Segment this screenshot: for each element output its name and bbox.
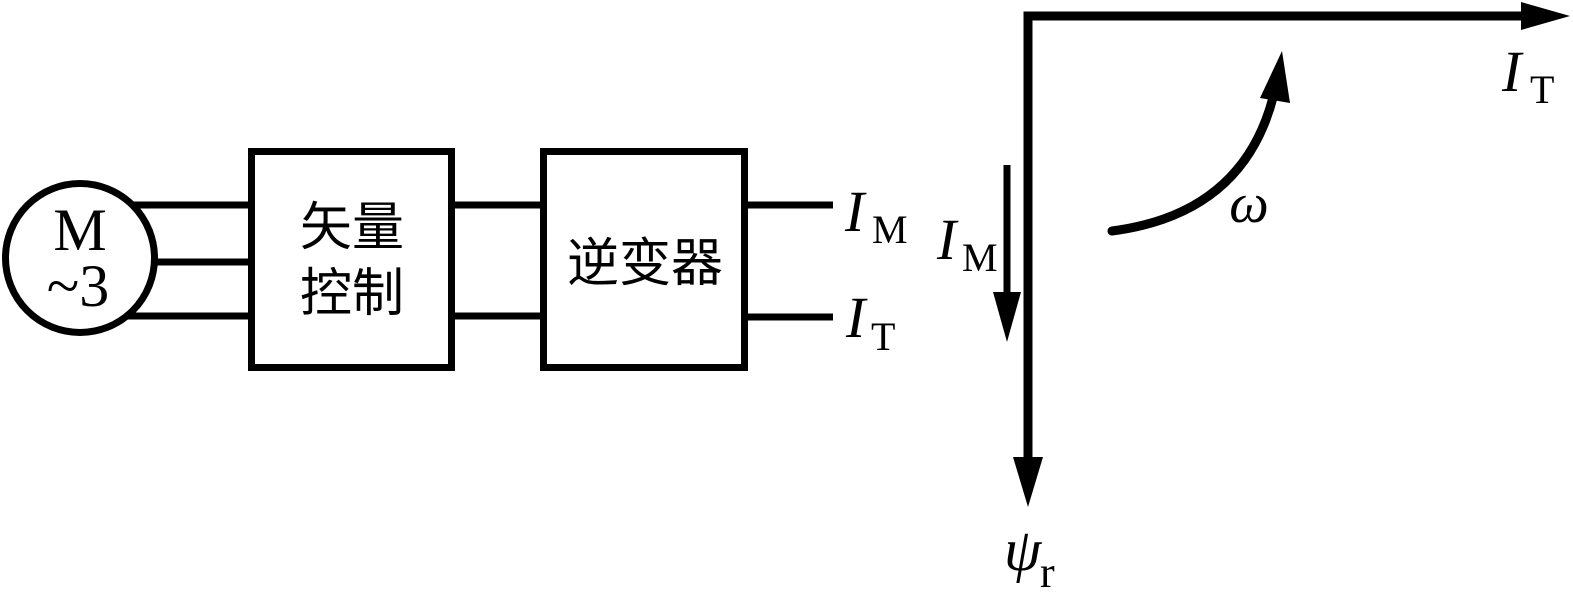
x-axis-label-sub: T <box>1530 67 1554 112</box>
motor-label-phase: ~3 <box>47 253 109 319</box>
output-label-it-sub: T <box>871 314 895 359</box>
motor-circle <box>2 180 158 336</box>
flux-axis: ψ r <box>1004 11 1055 597</box>
vector-control-label-line2: 控制 <box>300 266 404 323</box>
inverter-label: 逆变器 <box>567 236 723 293</box>
inverter-block <box>540 148 748 371</box>
im-vector: I M <box>936 165 1021 342</box>
x-axis: I T <box>1024 2 1570 112</box>
flux-axis-arrowhead-icon <box>1013 457 1043 507</box>
x-axis-label-base: I <box>1501 39 1524 104</box>
im-vector-arrowhead-icon <box>993 292 1021 342</box>
x-axis-arrowhead-icon <box>1521 2 1570 30</box>
flux-axis-label-base: ψ <box>1004 517 1043 583</box>
omega-arrowhead-icon <box>1260 51 1290 103</box>
output-label-im-base: I <box>844 179 867 244</box>
output-label-im-sub: M <box>872 207 908 252</box>
flux-axis-label-sub: r <box>1040 548 1055 597</box>
omega-arc <box>1107 63 1284 236</box>
im-vector-label-sub: M <box>962 235 998 280</box>
output-label-it: I T <box>845 285 895 359</box>
omega-rotation-arrow: ω <box>1107 51 1290 236</box>
output-label-it-base: I <box>845 285 868 350</box>
vector-control-label-line1: 矢量 <box>300 200 404 257</box>
vector-control-block <box>248 148 455 371</box>
omega-label: ω <box>1229 173 1269 235</box>
im-vector-label-base: I <box>936 207 959 272</box>
motor-label-m: M <box>53 197 106 263</box>
output-label-im: I M <box>844 179 908 252</box>
